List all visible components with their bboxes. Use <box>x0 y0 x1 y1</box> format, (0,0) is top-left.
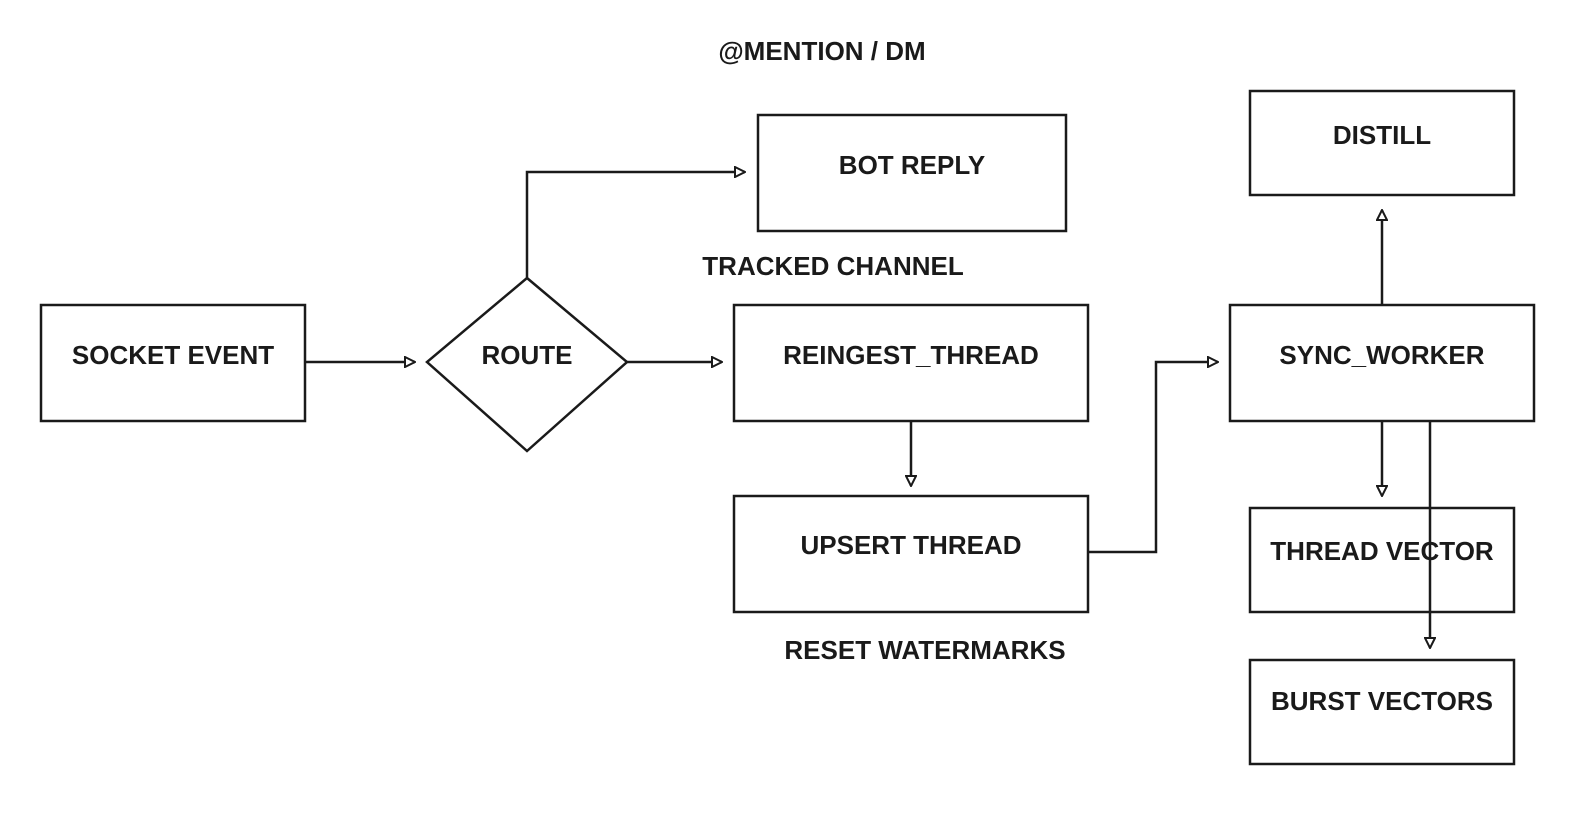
upsert-thread-node <box>732 494 1090 614</box>
reingest-thread-label: REINGEST_THREAD <box>783 340 1039 370</box>
burst-vectors-label: BURST VECTORS <box>1271 686 1493 716</box>
mention-dm-label: @MENTION / DM <box>718 36 925 66</box>
reingest-thread-node <box>732 303 1090 423</box>
node-labels: SOCKET EVENT ROUTE BOT REPLY REINGEST_TH… <box>72 120 1494 716</box>
edge-route-to-bot-reply <box>525 172 745 278</box>
edge-upsert-to-sync-worker <box>1088 362 1218 554</box>
socket-event-node <box>39 303 307 423</box>
route-label: ROUTE <box>482 340 573 370</box>
edges <box>305 172 1382 554</box>
sync-worker-node <box>1228 303 1536 423</box>
bot-reply-label: BOT REPLY <box>839 150 985 180</box>
burst-vectors-node <box>1248 658 1516 766</box>
socket-event-label: SOCKET EVENT <box>72 340 274 370</box>
bot-reply-node <box>756 113 1068 233</box>
thread-vector-node <box>1248 506 1516 614</box>
route-decision-node <box>425 276 629 453</box>
thread-vector-label: THREAD VECTOR <box>1270 536 1494 566</box>
edge-labels: @MENTION / DM TRACKED CHANNEL RESET WATE… <box>702 36 1065 665</box>
sync-worker-label: SYNC_WORKER <box>1279 340 1484 370</box>
distill-node <box>1248 89 1516 197</box>
upsert-thread-label: UPSERT THREAD <box>800 530 1021 560</box>
distill-label: DISTILL <box>1333 120 1431 150</box>
nodes <box>39 89 1536 766</box>
reset-watermarks-label: RESET WATERMARKS <box>784 635 1065 665</box>
tracked-channel-label: TRACKED CHANNEL <box>702 251 964 281</box>
